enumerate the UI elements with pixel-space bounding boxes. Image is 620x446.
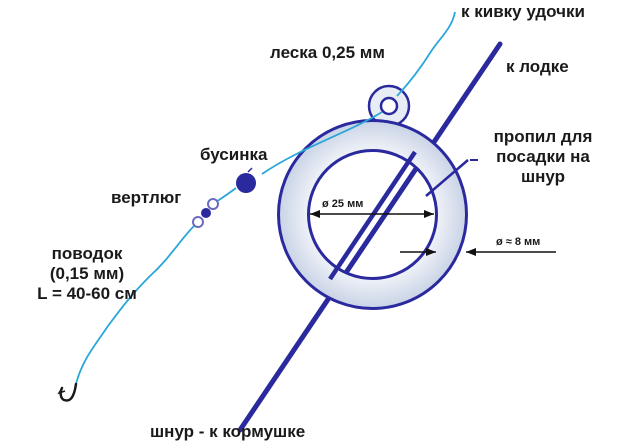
- cord-through-ring: [328, 150, 417, 281]
- label-inner-diameter: ø 25 мм: [322, 198, 364, 210]
- eyelet-hole: [379, 96, 399, 116]
- label-thickness: ø ≈ 8 мм: [496, 236, 541, 248]
- label-cut-line-3: шнур: [520, 167, 566, 186]
- fishing-line-lower: [261, 111, 383, 175]
- label-to-rod-tip: к кивку удочки: [461, 2, 585, 21]
- label-cut-line-1: пропил для: [493, 127, 593, 146]
- leader-line: [75, 225, 195, 385]
- label-leader: поводок (0,15 мм) L = 40-60 см: [12, 244, 162, 304]
- label-swivel: вертлюг: [111, 188, 182, 207]
- ring-inner-edge: [307, 149, 438, 280]
- inner-diameter-dimension: [310, 210, 434, 218]
- label-to-boat: к лодке: [506, 57, 569, 76]
- swivel: [192, 198, 219, 228]
- cut-slit: [425, 159, 469, 197]
- float-ring: [277, 84, 468, 310]
- cord-line: [237, 41, 503, 433]
- label-cut: пропил для посадки на шнур: [479, 127, 607, 187]
- ring-outer-edge: [277, 119, 468, 310]
- label-to-feeder: шнур - к кормушке: [150, 422, 306, 441]
- label-cut-line-2: посадки на: [496, 147, 590, 166]
- label-line-spec: леска 0,25 мм: [270, 43, 385, 62]
- label-leader-line-3: L = 40-60 см: [37, 284, 137, 303]
- label-leader-line-1: поводок: [51, 244, 123, 263]
- bead: [236, 173, 256, 193]
- label-leader-line-2: (0,15 мм): [49, 264, 125, 283]
- thickness-dimension: [400, 248, 556, 256]
- label-bead: бусинка: [200, 145, 268, 164]
- fishing-line-upper: [396, 11, 456, 97]
